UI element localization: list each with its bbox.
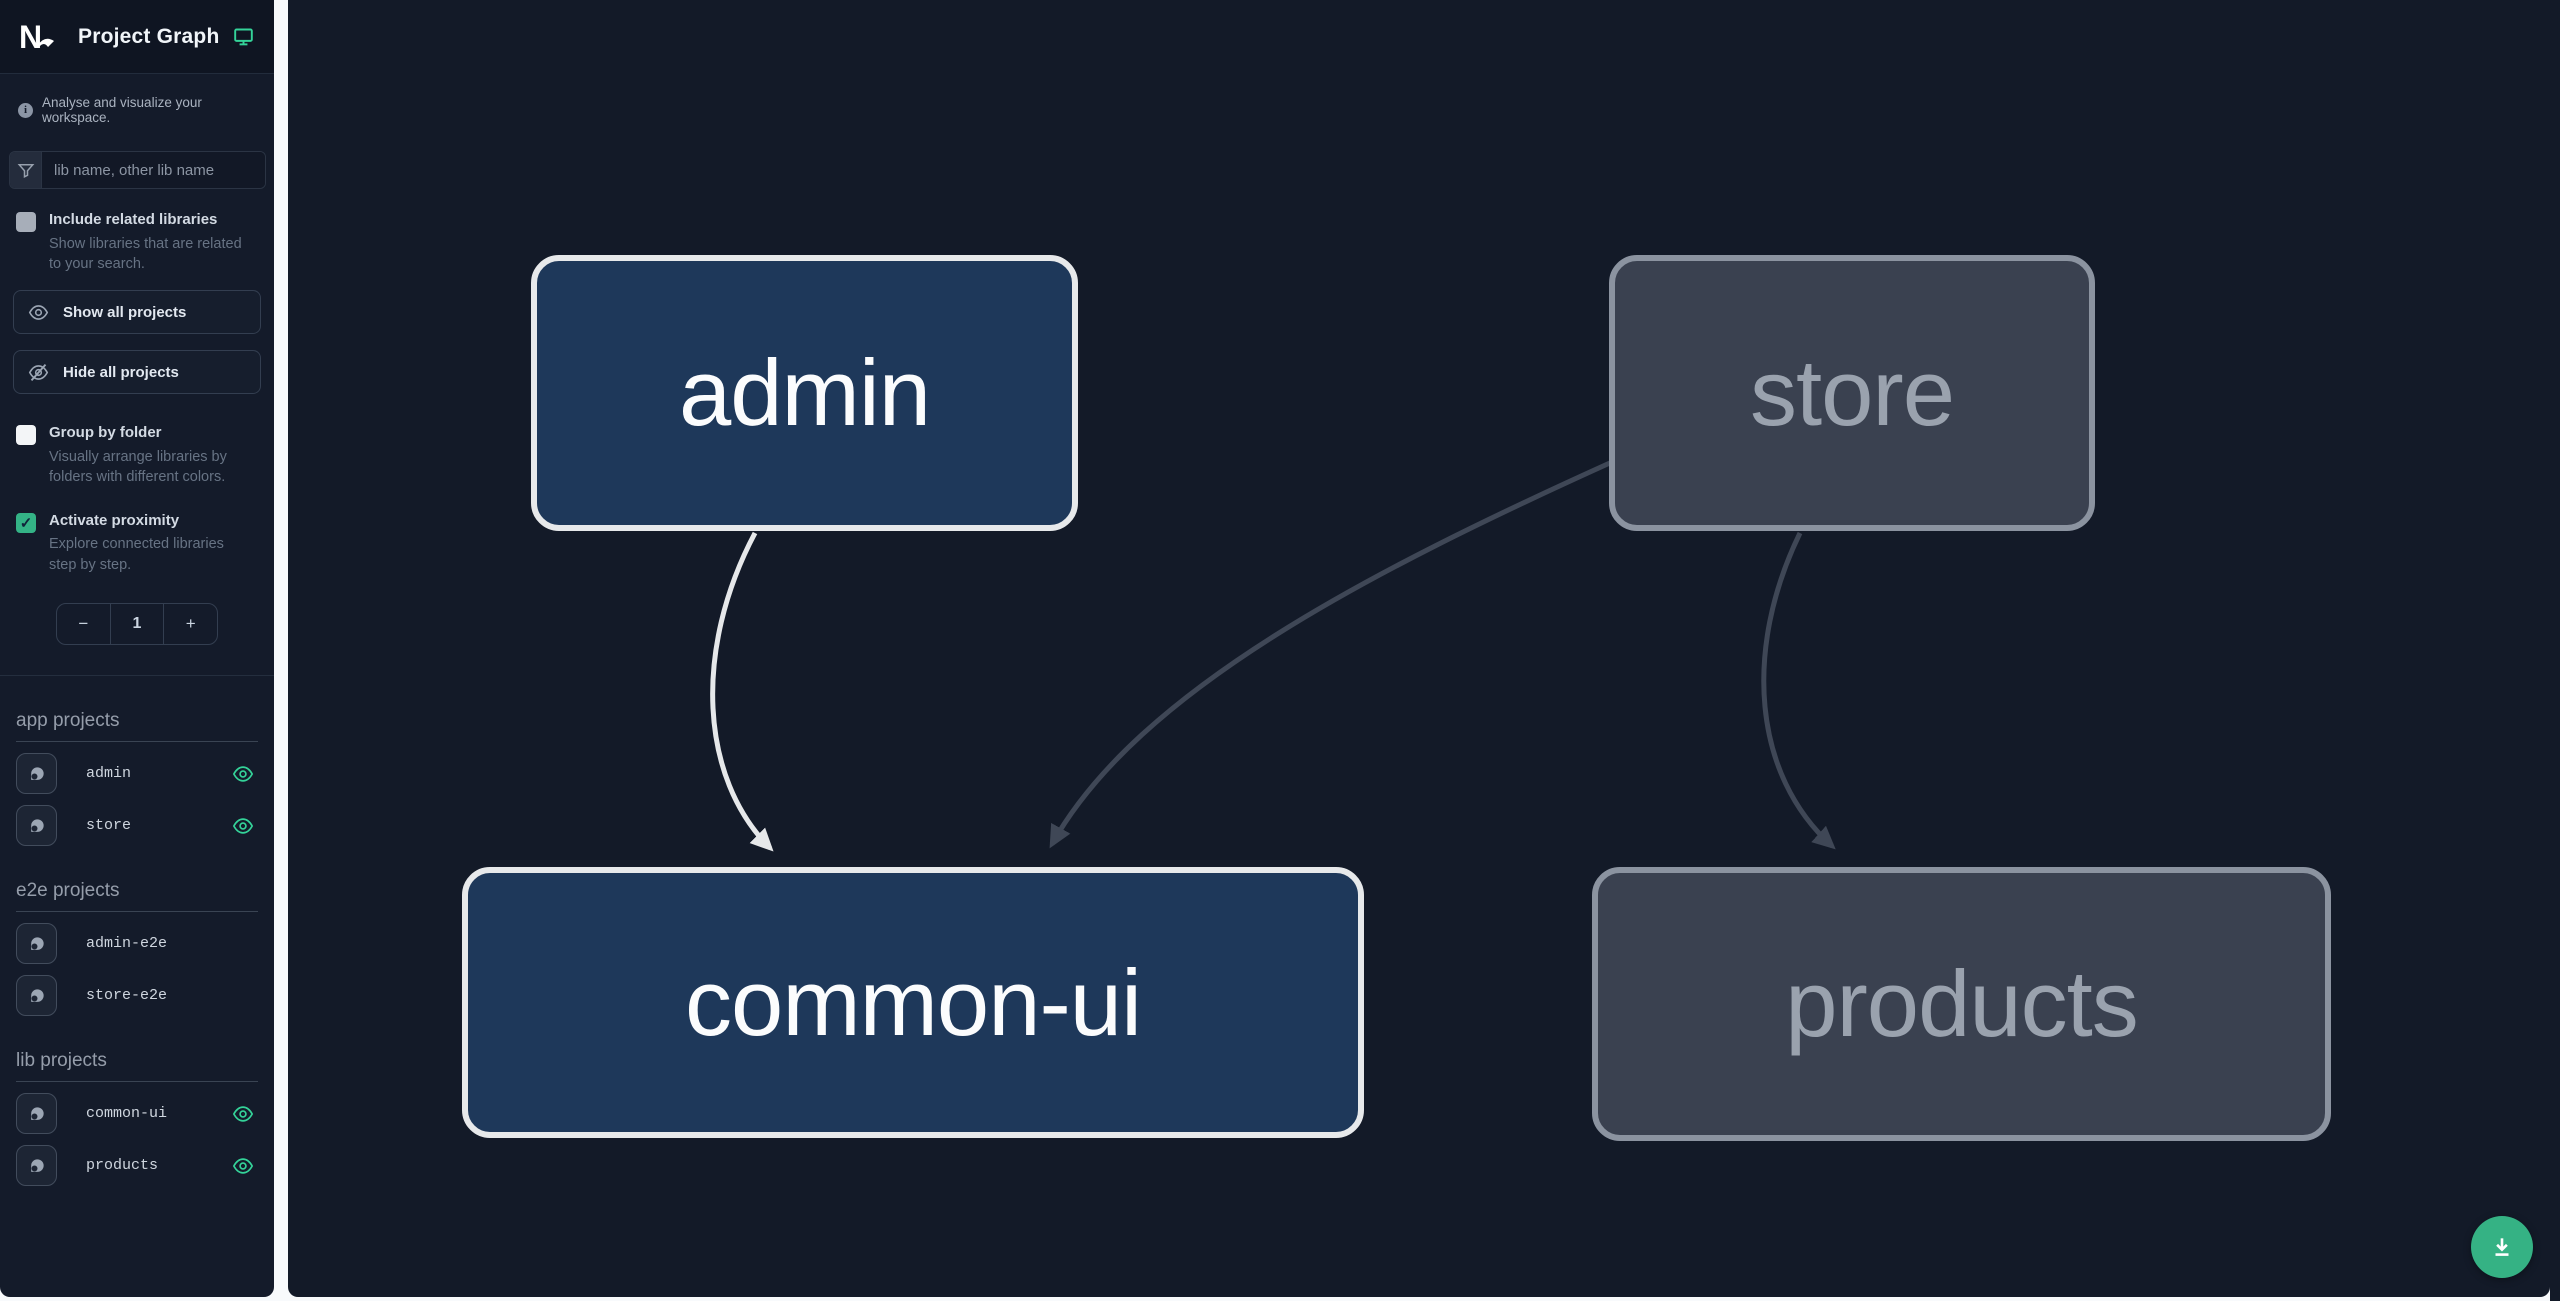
section-app-projects: app projects [16,710,258,743]
monitor-icon[interactable] [233,26,254,47]
download-icon [2489,1234,2515,1260]
nx-logo-icon: N [18,17,58,57]
app-title: Project Graph [78,24,220,48]
activate-proximity-description: Explore connected libraries step by step… [49,536,224,573]
include-related-label: Include related libraries [49,211,218,228]
section-e2e-projects: e2e projects [16,880,258,913]
node-label: common-ui [685,949,1142,1055]
focus-project-button[interactable] [16,1093,57,1135]
svg-text:N: N [19,19,42,55]
focus-project-button[interactable] [16,805,57,847]
edge-store-to-common-ui[interactable] [1049,459,1614,849]
edge-admin-to-common-ui[interactable] [710,531,774,852]
proximity-value: 1 [109,604,165,645]
info-icon: i [18,102,33,118]
project-row-admin-e2e: admin-e2e [16,923,258,965]
graph-edges [710,459,1836,852]
workspace-intro: i Analyse and visualize your workspace. [0,74,274,125]
hide-all-projects-label: Hide all projects [63,363,179,381]
group-by-folder-setting: Group by folder Visually arrange librari… [0,394,274,487]
node-label: store [1750,340,1955,445]
focus-project-button[interactable] [16,975,57,1017]
proximity-increment-button[interactable]: + [185,614,196,634]
eye-icon [28,302,49,323]
project-name[interactable]: products [86,1157,159,1175]
toggle-visibility-eye-icon[interactable] [232,1155,254,1177]
toggle-visibility-eye-icon[interactable] [232,763,254,785]
group-by-folder-checkbox[interactable] [16,425,36,446]
graph-node-common-ui[interactable]: common-ui [462,867,1364,1138]
sidebar-header: N Project Graph [0,0,274,74]
focus-project-button[interactable] [16,923,57,965]
proximity-decrement-button[interactable]: − [78,614,89,634]
project-row-admin: admin [16,753,258,795]
show-all-projects-label: Show all projects [63,303,187,321]
activate-proximity-label: Activate proximity [49,511,180,529]
focus-project-button[interactable] [16,753,57,795]
project-row-store-e2e: store-e2e [16,975,258,1017]
project-row-common-ui: common-ui [16,1093,258,1135]
proximity-stepper: − 1 + [56,603,218,646]
project-graph-canvas[interactable]: admin store common-ui products [288,0,2550,1297]
search-input[interactable] [42,152,265,188]
filter-funnel-icon [10,152,42,188]
intro-text: Analyse and visualize your workspace. [42,95,202,125]
section-lib-projects: lib projects [16,1050,258,1083]
toggle-visibility-eye-icon[interactable] [232,815,254,837]
activate-proximity-checkbox[interactable]: ✓ [16,512,36,533]
graph-node-products[interactable]: products [1592,867,2331,1141]
project-row-store: store [16,805,258,847]
include-related-checkbox[interactable] [16,212,36,232]
graph-node-store[interactable]: store [1609,255,2095,531]
scrollbar-track[interactable] [2550,0,2560,1301]
search-row [9,151,266,189]
project-row-products: products [16,1145,258,1187]
node-label: admin [678,340,931,445]
eye-off-icon [28,362,49,383]
edge-store-to-products[interactable] [1761,531,1836,850]
project-name[interactable]: admin [86,765,132,783]
group-by-folder-label: Group by folder [49,424,162,442]
include-related-description: Show libraries that are related to your … [49,235,242,273]
toggle-visibility-eye-icon[interactable] [232,1103,254,1125]
hide-all-projects-button[interactable]: Hide all projects [13,350,261,395]
sidebar-divider [0,675,274,677]
include-related-setting: Include related libraries Show libraries… [0,189,274,274]
project-name[interactable]: common-ui [86,1105,168,1123]
sidebar: N Project Graph i Analyse and visualize … [0,0,274,1297]
show-all-projects-button[interactable]: Show all projects [13,290,261,335]
focus-project-button[interactable] [16,1145,57,1187]
project-name[interactable]: admin-e2e [86,935,168,953]
graph-node-admin[interactable]: admin [531,255,1078,531]
activate-proximity-setting: ✓ Activate proximity Explore connected l… [0,488,274,575]
download-image-button[interactable] [2471,1216,2533,1278]
project-name[interactable]: store [86,817,132,835]
project-name[interactable]: store-e2e [86,987,168,1005]
node-label: products [1785,951,2139,1056]
group-by-folder-description: Visually arrange libraries by folders wi… [49,449,227,486]
